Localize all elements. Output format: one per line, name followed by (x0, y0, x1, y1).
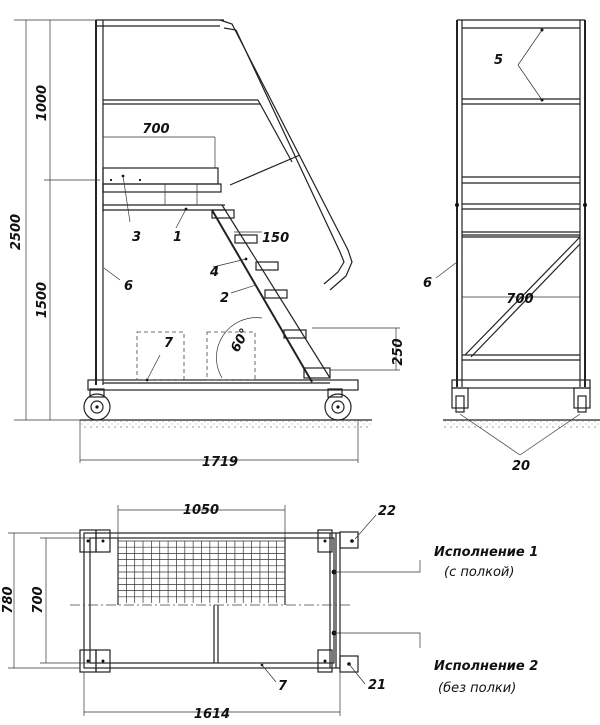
dim-step-width: 150 (262, 231, 289, 246)
callout-7-side: 7 (164, 336, 174, 351)
plan-leaders (261, 514, 421, 685)
front-view: 700 5 6 20 (423, 19, 600, 474)
callout-5: 5 (494, 53, 503, 68)
callout-1: 1 (173, 230, 182, 245)
front-leaders (435, 29, 581, 456)
side-handrail (219, 19, 353, 291)
callout-3: 3 (132, 230, 141, 245)
dim-angle: 60° (228, 326, 253, 355)
side-dimension-lines (14, 19, 400, 463)
callout-6-side: 6 (124, 279, 133, 294)
plan-corners (79, 529, 359, 673)
dim-front-width: 700 (506, 292, 533, 307)
side-ground (80, 419, 372, 429)
callout-2: 2 (220, 291, 229, 306)
variant-2-title: Исполнение 2 (434, 659, 538, 674)
side-wheel-right (324, 388, 352, 421)
side-wheel-left (83, 388, 111, 421)
dim-height-bottom: 1500 (35, 282, 50, 318)
side-stair (211, 204, 331, 383)
callout-21: 21 (368, 678, 386, 693)
dim-inner-width: 700 (31, 586, 46, 613)
angle-arc (216, 317, 263, 379)
variant-2-note: (без полки) (438, 681, 516, 696)
side-platform (102, 167, 225, 212)
plan-view: 1050 780 700 1614 7 21 22 Исполнение 1 (… (1, 503, 538, 722)
dim-side-length: 1719 (202, 455, 238, 470)
side-dashed-boxes (136, 331, 256, 381)
front-wheels (451, 387, 591, 413)
front-ground (443, 419, 600, 429)
front-frame (451, 19, 591, 389)
side-frame-post (95, 19, 260, 385)
callout-22: 22 (378, 504, 396, 519)
dim-shelf-width: 1050 (183, 503, 219, 518)
side-leaders (103, 175, 257, 381)
callout-7-plan: 7 (278, 679, 288, 694)
dim-overall-width: 780 (1, 586, 16, 613)
callout-20: 20 (512, 459, 530, 474)
dim-step-rise: 250 (391, 338, 406, 365)
dim-plan-length: 1614 (194, 707, 230, 722)
side-view: 2500 1000 1500 700 150 250 60° 1719 1 2 … (9, 19, 406, 470)
plan-dimension-lines (8, 505, 341, 716)
variant-1-note: (с полкой) (444, 565, 514, 580)
variant-1-title: Исполнение 1 (434, 545, 538, 560)
plan-mesh-shelf (117, 540, 286, 603)
dim-platform-width: 700 (142, 122, 169, 137)
dim-height-top: 1000 (35, 85, 50, 121)
dim-height-total: 2500 (9, 214, 24, 250)
callout-4: 4 (209, 265, 219, 280)
callout-6-front: 6 (423, 276, 432, 291)
